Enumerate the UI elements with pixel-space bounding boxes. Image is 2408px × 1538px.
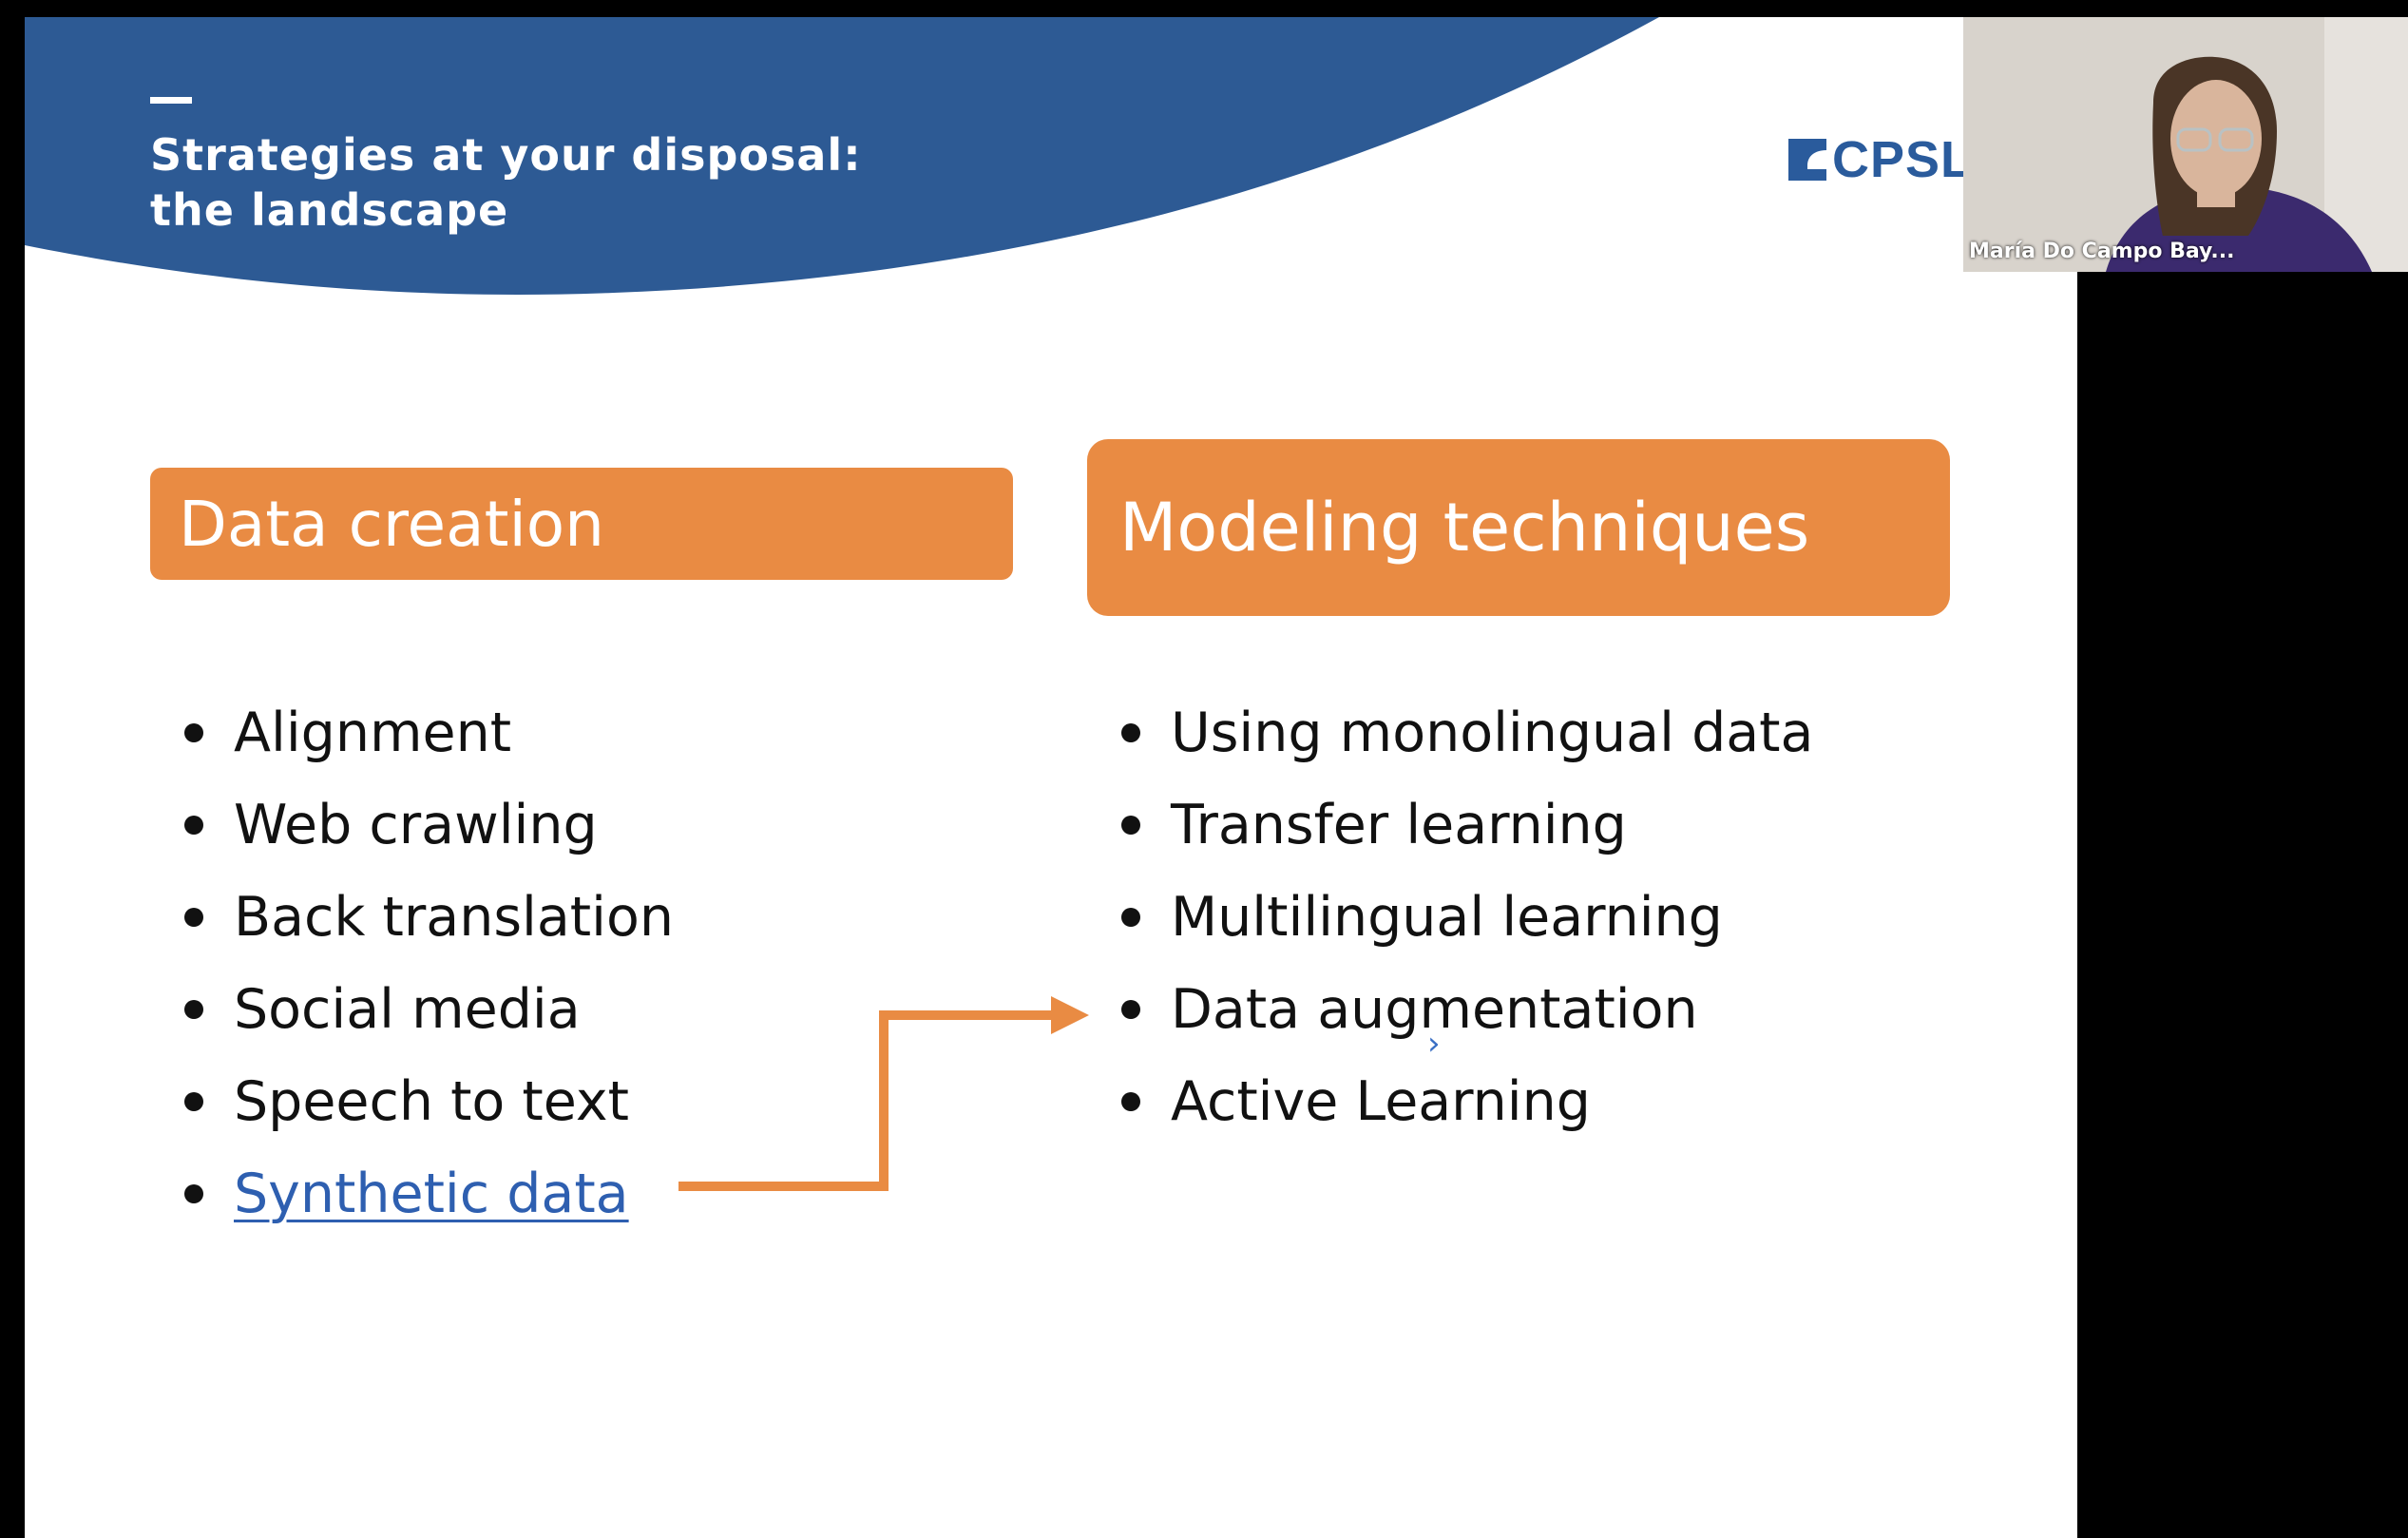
data-creation-heading: Data creation bbox=[150, 468, 1013, 580]
list-item: Active Learning bbox=[1121, 1055, 1813, 1147]
presentation-slide: Strategies at your disposal: the landsca… bbox=[25, 17, 2077, 1538]
list-item-synthetic-data: Synthetic data bbox=[184, 1147, 674, 1240]
list-item: Speech to text bbox=[184, 1055, 674, 1147]
bullet-icon bbox=[184, 815, 203, 835]
participant-video-feed bbox=[1963, 17, 2408, 272]
bullet-icon bbox=[184, 907, 203, 927]
participant-video-tile[interactable]: María Do Campo Bay... bbox=[1963, 17, 2408, 272]
list-item: Back translation bbox=[184, 871, 674, 963]
bullet-icon bbox=[184, 1183, 203, 1203]
list-item: Alignment bbox=[184, 686, 674, 779]
slide-title-line-1: Strategies at your disposal: bbox=[150, 129, 862, 181]
bullet-icon bbox=[1121, 815, 1140, 835]
list-item: Using monolingual data bbox=[1121, 686, 1813, 779]
list-item: Data augmentation bbox=[1121, 963, 1813, 1055]
data-creation-list: Alignment Web crawling Back translation … bbox=[184, 686, 674, 1240]
list-item: Web crawling bbox=[184, 779, 674, 871]
chevron-right-icon: › bbox=[1427, 1025, 1441, 1063]
bullet-icon bbox=[1121, 722, 1140, 742]
synthetic-data-link[interactable]: Synthetic data bbox=[234, 1162, 629, 1225]
cpsl-logo-mark-icon bbox=[1788, 139, 1826, 181]
bullet-icon bbox=[184, 722, 203, 742]
bullet-icon bbox=[1121, 999, 1140, 1019]
modeling-techniques-heading: Modeling techniques bbox=[1087, 439, 1950, 616]
slide-title-line-2: the landscape bbox=[150, 184, 509, 236]
bullet-icon bbox=[184, 1091, 203, 1111]
list-item: Social media bbox=[184, 963, 674, 1055]
header-wave-shape bbox=[25, 17, 1659, 295]
bullet-icon bbox=[1121, 1091, 1140, 1111]
modeling-techniques-list: Using monolingual data Transfer learning… bbox=[1121, 686, 1813, 1147]
bullet-icon bbox=[1121, 907, 1140, 927]
list-item: Multilingual learning bbox=[1121, 871, 1813, 963]
bullet-icon bbox=[184, 999, 203, 1019]
slide-title: Strategies at your disposal: the landsca… bbox=[150, 127, 862, 238]
cpsl-logo: CPSL bbox=[1788, 131, 1973, 188]
list-item: Transfer learning bbox=[1121, 779, 1813, 871]
cpsl-logo-text: CPSL bbox=[1832, 131, 1974, 188]
title-dash-decoration bbox=[150, 97, 192, 104]
participant-name-label: María Do Campo Bay... bbox=[1969, 239, 2235, 263]
